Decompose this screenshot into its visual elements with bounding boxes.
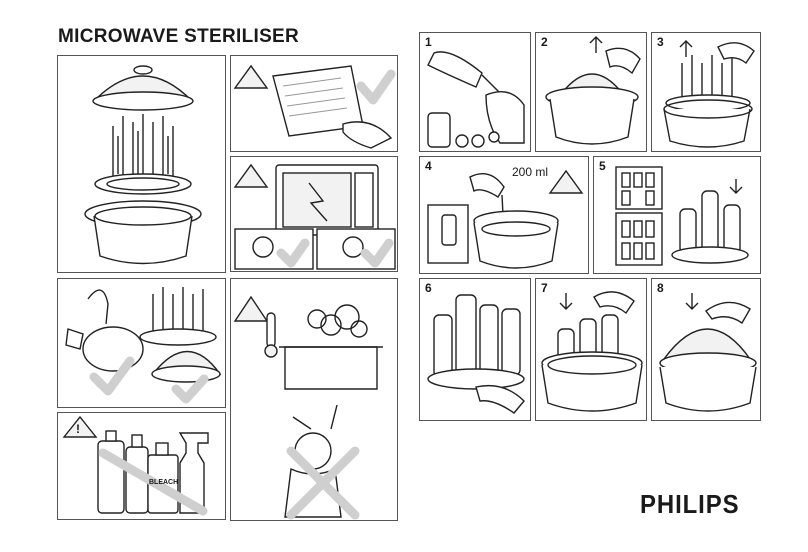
step-1-panel: 1 [419,32,531,152]
manual-illustration [233,64,396,149]
hot-steam-panel [230,278,398,521]
step-6-panel: 6 [419,278,531,421]
overview-panel [57,55,226,273]
step-number: 1 [425,35,432,49]
step-2-panel: 2 [535,32,647,152]
step-4-panel: 4 200 ml [419,156,589,274]
step-number: 8 [657,281,664,295]
bottle-label: BLEACH [149,479,179,486]
close-lid-illustration [659,293,757,412]
no-chemicals-panel: ! BLEACH [57,412,226,520]
read-manual-panel [230,55,398,152]
add-water-illustration [427,169,584,269]
water-volume-label: 200 ml [512,165,549,179]
step-number: 6 [425,281,432,295]
washing-panel [57,278,226,408]
step-number: 3 [657,35,664,49]
remove-rack-illustration [663,40,755,148]
step-number: 2 [541,35,548,49]
bottle-disassembly-illustration [427,51,525,148]
washing-illustration [65,287,222,404]
step-3-panel: 3 [651,32,761,152]
insert-rack-illustration [541,291,643,412]
remove-lid-illustration [545,36,641,145]
page-title: MICROWAVE STERILISER [58,26,300,47]
step-8-panel: 8 [651,278,761,421]
step-number: 4 [425,159,432,173]
steriliser-exploded-illustration [84,65,202,265]
hot-steam-illustration [233,295,383,520]
warning-symbol: ! [76,422,80,436]
step-number: 5 [599,159,606,173]
load-bottles-illustration [615,166,749,266]
step-number: 7 [541,281,548,295]
step-7-panel: 7 [535,278,647,421]
step-5-panel: 5 [593,156,761,274]
chemical-bottles-illustration [62,415,209,516]
brand-logo: PHILIPS [640,489,740,519]
rack-loaded-illustration [427,294,525,414]
microwave-panel [230,156,398,272]
microwave-illustration [233,163,396,270]
